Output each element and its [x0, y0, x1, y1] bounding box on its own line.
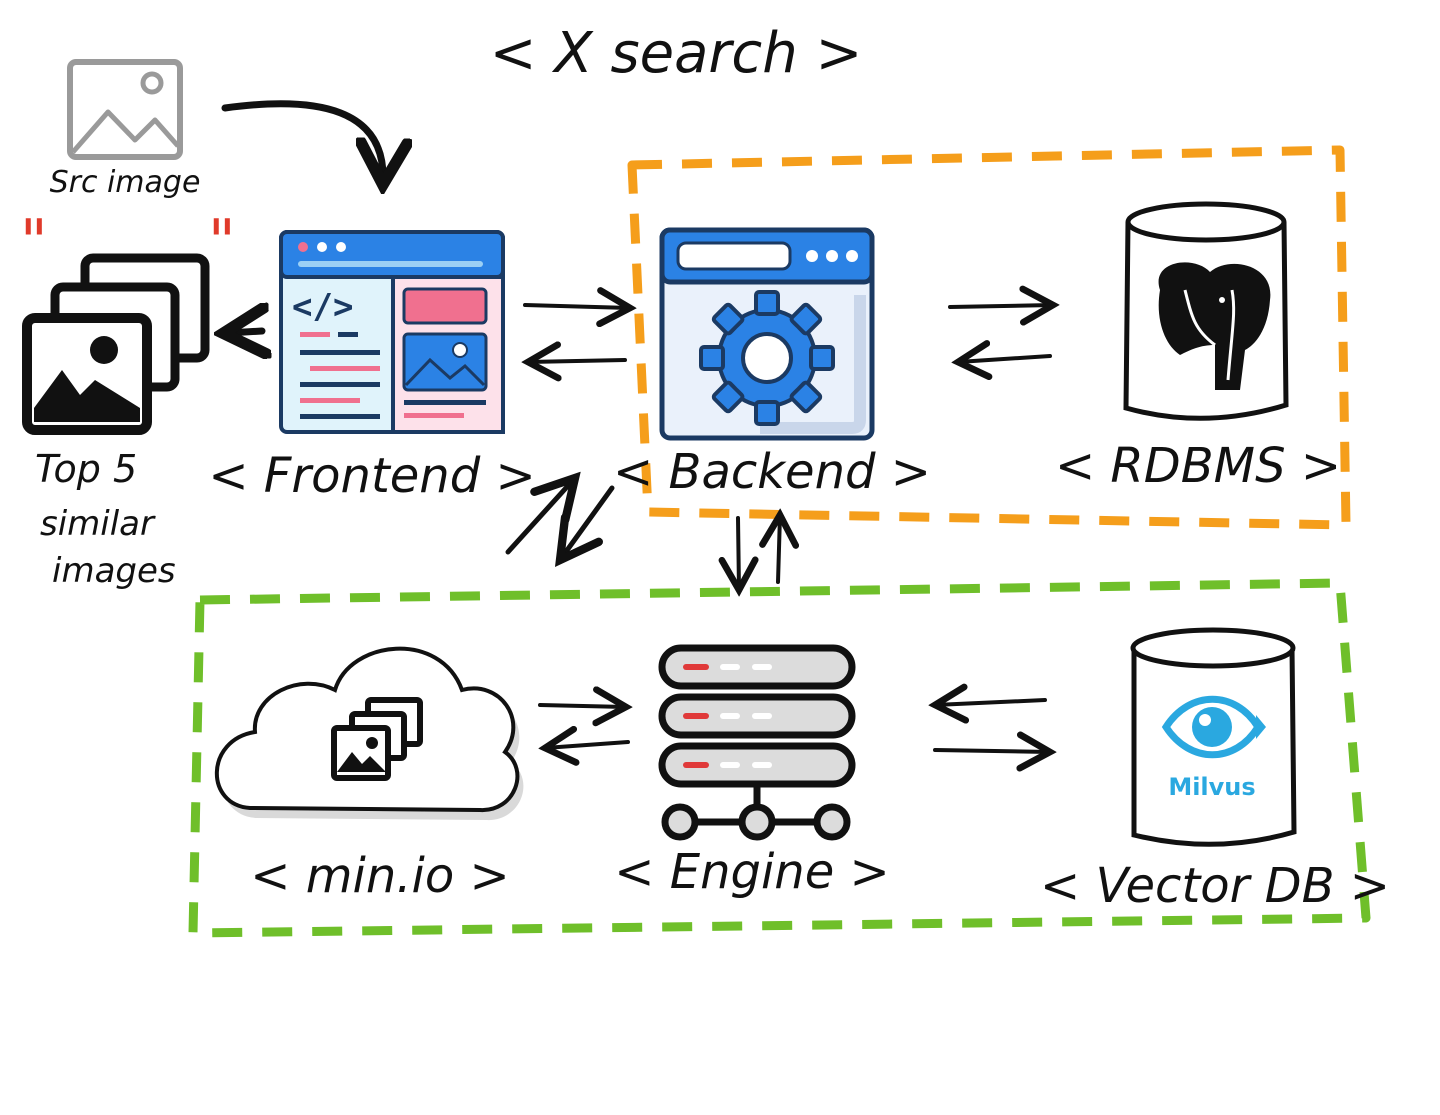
rdbms-label: < RDBMS > [1055, 438, 1341, 494]
vectordb-to-engine-arrow [935, 700, 1047, 705]
frontend-to-backend-arrow [523, 305, 630, 308]
svg-text:</>: </> [292, 287, 353, 327]
browser-gear-icon [659, 227, 875, 441]
backend-to-rdbms-arrow [948, 305, 1053, 307]
backend-to-frontend-arrow [528, 360, 627, 362]
engine-to-minio-arrow [545, 742, 630, 748]
image-stack-icon [22, 253, 210, 435]
quote-marks: " [20, 207, 48, 277]
minio-label: < min.io > [250, 848, 509, 904]
postgresql-elephant-icon [1123, 201, 1289, 421]
rdbms-to-backend-arrow [958, 356, 1052, 362]
web-browser-code-icon: </> [279, 230, 505, 434]
frontend-to-engine-arrow [560, 485, 615, 560]
milvus-logo-text: Milvus [1168, 773, 1255, 801]
cloud-images-icon [214, 646, 524, 821]
engine-to-backend-arrow [778, 515, 780, 584]
src-image-label: Src image [50, 165, 201, 200]
milvus-eye-icon [1130, 627, 1297, 847]
frontend-to-top5-arrow [228, 331, 262, 333]
server-rack-icon [658, 644, 856, 841]
orange-dashed-boundary [627, 145, 1351, 530]
src-to-frontend-arrow [221, 100, 383, 180]
engine-to-vectordb-arrow [933, 750, 1050, 752]
top5-label-line1: Top 5 [35, 447, 137, 491]
vectordb-label: < Vector DB > [1040, 858, 1390, 914]
backend-label: < Backend > [613, 444, 931, 500]
green-dashed-boundary [188, 578, 1371, 938]
diagram-title: < X search > [490, 21, 863, 86]
top5-label-line3: images [52, 551, 176, 591]
engine-to-frontend-arrow [505, 478, 575, 555]
backend-to-engine-arrow [738, 516, 739, 590]
frontend-label: < Frontend > [208, 448, 535, 504]
top5-label-line2: similar [40, 504, 156, 544]
minio-to-engine-arrow [538, 705, 626, 707]
image-placeholder-icon [67, 59, 183, 160]
quote-marks-right: " [208, 207, 236, 277]
engine-label: < Engine > [614, 844, 889, 900]
